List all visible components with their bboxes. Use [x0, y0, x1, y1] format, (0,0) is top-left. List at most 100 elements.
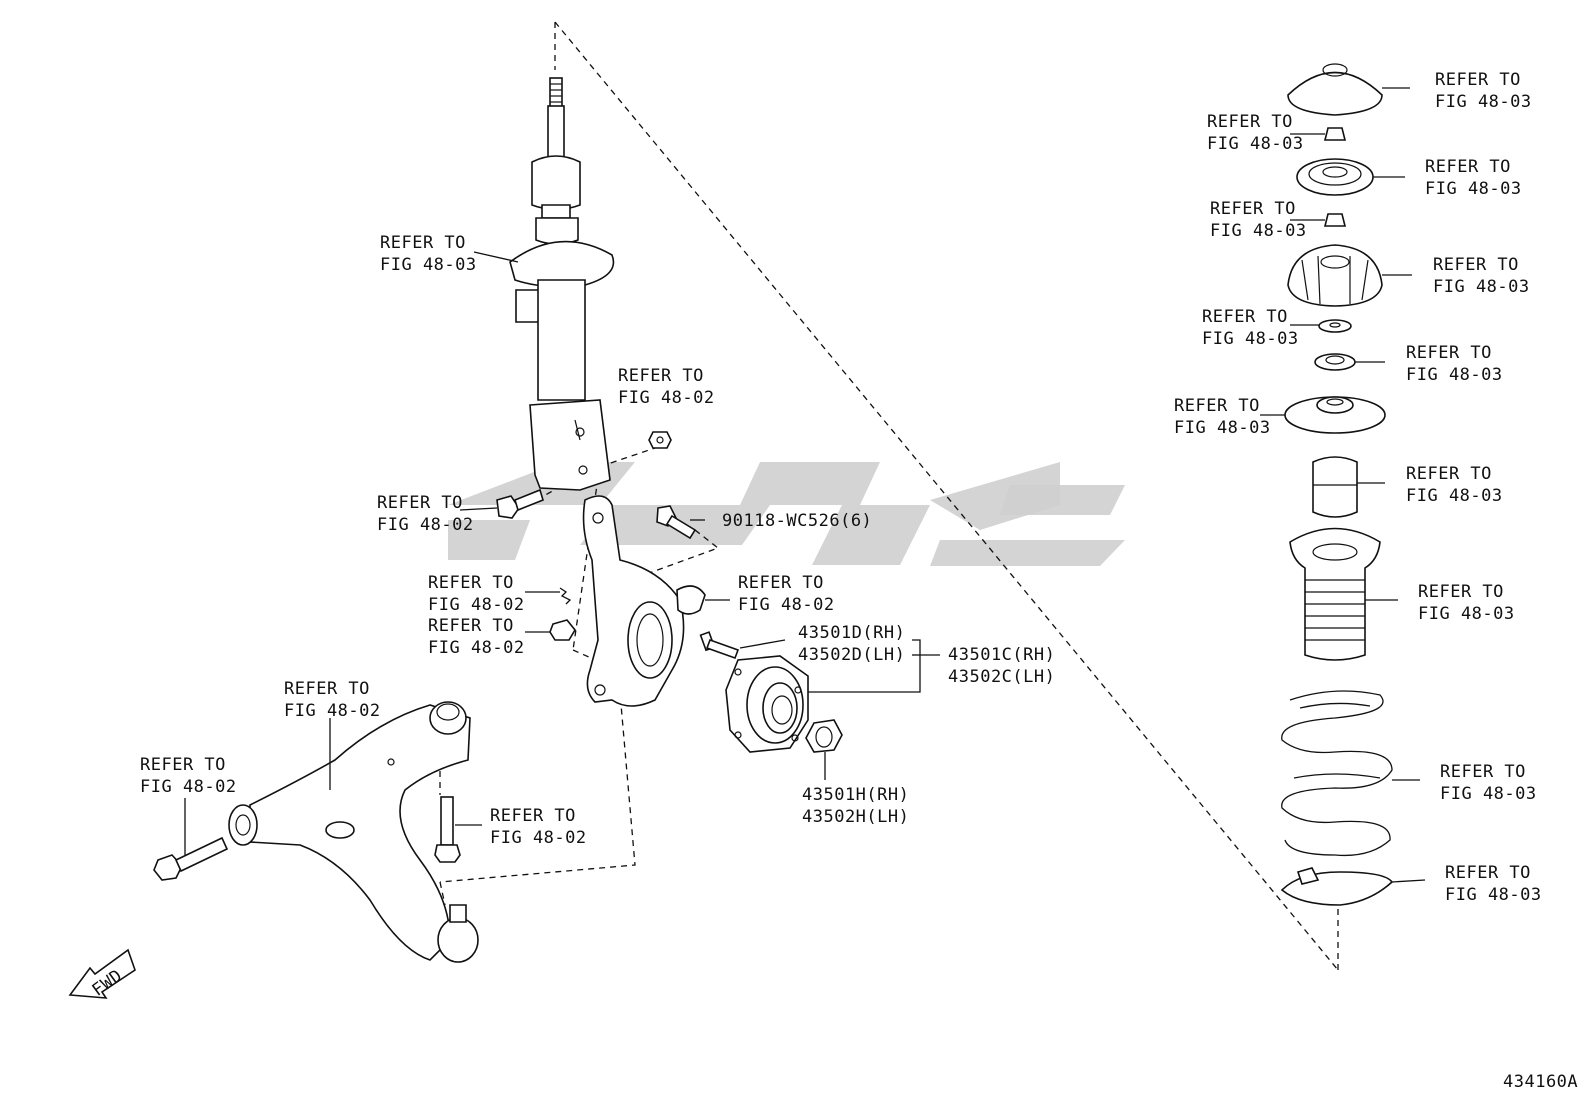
arm-bolt: [153, 836, 229, 881]
lower-spring-seat: [1280, 867, 1394, 906]
svg-text:REFER TO: REFER TO: [1440, 762, 1526, 782]
label-boot: REFER TO FIG 48-03: [1418, 582, 1515, 624]
upper-spring-seat: [1284, 396, 1386, 434]
clip: [559, 587, 572, 605]
ball-stud-bolt: [434, 796, 461, 863]
dust-boot: [1289, 527, 1381, 661]
svg-text:REFER TO: REFER TO: [738, 573, 824, 593]
label-washer: REFER TO FIG 48-03: [1202, 307, 1299, 349]
hub-nut: [805, 719, 843, 753]
svg-text:FIG 48-02: FIG 48-02: [284, 701, 381, 721]
knuckle-bolt-90118: [656, 505, 697, 540]
svg-text:43502C(LH): 43502C(LH): [948, 667, 1055, 687]
svg-text:FIG 48-03: FIG 48-03: [1425, 179, 1522, 199]
strut-support: [1287, 244, 1383, 307]
label-knuckle-arm: REFER TO FIG 48-02: [738, 573, 835, 615]
svg-text:REFER TO: REFER TO: [1425, 157, 1511, 177]
svg-text:FIG 48-03: FIG 48-03: [1418, 604, 1515, 624]
svg-text:FIG 48-03: FIG 48-03: [1202, 329, 1299, 349]
svg-text:REFER TO: REFER TO: [1406, 464, 1492, 484]
stack-washer: [1318, 319, 1352, 333]
label-nut-1: REFER TO FIG 48-03: [1207, 112, 1304, 154]
label-support: REFER TO FIG 48-03: [1433, 255, 1530, 297]
label-bump-stop: REFER TO FIG 48-03: [1406, 464, 1503, 506]
svg-text:REFER TO: REFER TO: [428, 573, 514, 593]
label-bolt-part-number: 90118-WC526(6): [722, 511, 872, 531]
svg-text:REFER TO: REFER TO: [1445, 863, 1531, 883]
svg-text:FIG 48-03: FIG 48-03: [1210, 221, 1307, 241]
stack-retainer: [1314, 353, 1356, 371]
label-upper-seat: REFER TO FIG 48-03: [1174, 396, 1271, 438]
svg-text:FIG 48-03: FIG 48-03: [1435, 92, 1532, 112]
svg-text:FIG 48-03: FIG 48-03: [1433, 277, 1530, 297]
steering-knuckle: [582, 495, 706, 707]
stack-nut-2: [1323, 213, 1347, 227]
svg-text:REFER TO: REFER TO: [428, 616, 514, 636]
bump-stop: [1312, 456, 1358, 518]
lower-nut: [549, 619, 576, 641]
svg-text:REFER TO: REFER TO: [1174, 396, 1260, 416]
svg-text:FIG 48-02: FIG 48-02: [428, 638, 525, 658]
svg-text:FIG 48-03: FIG 48-03: [1406, 486, 1503, 506]
svg-text:FIG 48-03: FIG 48-03: [1440, 784, 1537, 804]
svg-text:FIG 48-03: FIG 48-03: [380, 255, 477, 275]
strut-nut: [648, 431, 672, 449]
svg-text:FIG 48-02: FIG 48-02: [738, 595, 835, 615]
label-mount-top: REFER TO FIG 48-03: [1435, 70, 1532, 112]
hub-bearing: [725, 655, 809, 753]
fwd-arrow-icon: FWD: [68, 948, 136, 1001]
label-strut-bolt: REFER TO FIG 48-02: [377, 493, 473, 535]
diagram-code: 434160A: [1503, 1072, 1578, 1092]
brand-watermark: [448, 462, 1125, 566]
svg-text:FIG 48-03: FIG 48-03: [1445, 885, 1542, 905]
svg-text:REFER TO: REFER TO: [377, 493, 463, 513]
label-strut-nut: REFER TO FIG 48-02: [618, 366, 715, 408]
label-lower-nut: REFER TO FIG 48-02: [428, 616, 525, 658]
svg-text:REFER TO: REFER TO: [1433, 255, 1519, 275]
svg-text:FIG 48-03: FIG 48-03: [1174, 418, 1271, 438]
svg-text:REFER TO: REFER TO: [140, 755, 226, 775]
label-clip: REFER TO FIG 48-02: [428, 573, 525, 615]
svg-text:REFER TO: REFER TO: [618, 366, 704, 386]
strut-assembly: [509, 77, 615, 491]
label-hub-bolt: 43501D(RH) 43502D(LH): [798, 623, 905, 665]
coil-spring: [1281, 690, 1393, 857]
label-lower-arm: REFER TO FIG 48-02: [284, 679, 381, 721]
svg-text:FIG 48-03: FIG 48-03: [1406, 365, 1503, 385]
label-lower-seat: REFER TO FIG 48-03: [1445, 863, 1542, 905]
strut-bolt: [496, 488, 544, 519]
svg-text:REFER TO: REFER TO: [1202, 307, 1288, 327]
label-hub-nut: 43501H(RH) 43502H(LH): [802, 785, 909, 827]
label-ball-stud: REFER TO FIG 48-02: [490, 806, 586, 848]
svg-text:FIG 48-03: FIG 48-03: [1207, 134, 1304, 154]
label-hub: 43501C(RH) 43502C(LH): [948, 645, 1055, 687]
svg-text:FIG 48-02: FIG 48-02: [140, 777, 237, 797]
svg-text:FIG 48-02: FIG 48-02: [428, 595, 525, 615]
svg-text:REFER TO: REFER TO: [284, 679, 370, 699]
label-bearing: REFER TO FIG 48-03: [1425, 157, 1522, 199]
svg-text:43501C(RH): 43501C(RH): [948, 645, 1055, 665]
label-nut-2: REFER TO FIG 48-03: [1210, 199, 1307, 241]
svg-text:REFER TO: REFER TO: [1210, 199, 1296, 219]
stack-nut-1: [1323, 127, 1347, 141]
svg-text:REFER TO: REFER TO: [1406, 343, 1492, 363]
svg-text:REFER TO: REFER TO: [1207, 112, 1293, 132]
svg-text:REFER TO: REFER TO: [1435, 70, 1521, 90]
svg-text:REFER TO: REFER TO: [1418, 582, 1504, 602]
label-strut: REFER TO FIG 48-03: [380, 233, 477, 275]
hub-bolt: [699, 631, 740, 660]
svg-text:REFER TO: REFER TO: [490, 806, 576, 826]
svg-text:43501H(RH): 43501H(RH): [802, 785, 909, 805]
label-retainer: REFER TO FIG 48-03: [1406, 343, 1503, 385]
svg-text:43501D(RH): 43501D(RH): [798, 623, 905, 643]
leader-lines: [184, 87, 1426, 883]
mount-top-cover: [1287, 63, 1383, 116]
svg-text:43502H(LH): 43502H(LH): [802, 807, 909, 827]
lower-control-arm: [228, 701, 479, 963]
label-coil-spring: REFER TO FIG 48-03: [1440, 762, 1537, 804]
upper-bearing: [1296, 158, 1374, 196]
label-arm-bolt: REFER TO FIG 48-02: [140, 755, 237, 797]
svg-text:FIG 48-02: FIG 48-02: [618, 388, 715, 408]
svg-text:43502D(LH): 43502D(LH): [798, 645, 905, 665]
